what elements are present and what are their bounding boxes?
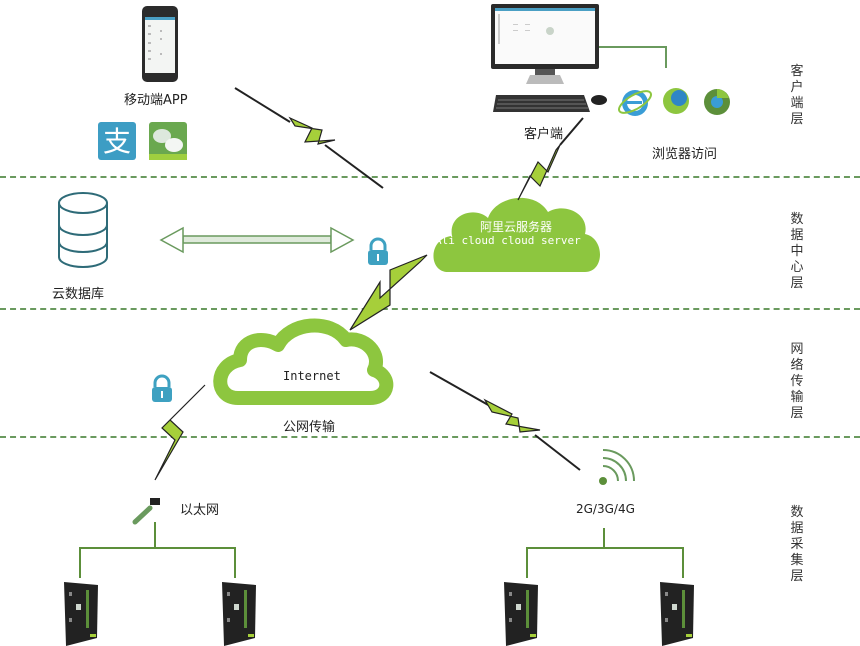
public-network-label: 公网传输 [283,420,336,435]
keyboard-icon [493,95,590,112]
layer-label-network: 网络传输层 [790,342,804,421]
wireless-signal-icon [599,449,635,485]
collection-devices [64,582,694,646]
ali-cloud-shape [433,197,600,272]
svg-text:支: 支 [103,125,131,158]
cloud-database-label: 云数据库 [52,287,105,302]
lightning-bolt-client [517,117,584,201]
lightning-bolt-mobile [234,87,384,189]
layer-label-datacenter: 数据中心层 [790,212,804,291]
mobile-phone-icon [142,6,178,82]
layer-label-client: 客户端层 [790,64,804,127]
bidirectional-arrow [159,226,355,254]
wechat-icon [149,122,187,160]
internet-cloud-shape [213,318,394,405]
internet-cloud-label: Internet [283,369,341,383]
layer-divider-3 [0,436,860,438]
layer-divider-2 [0,308,860,310]
browser-connector [599,46,667,68]
lightning-bolt-ethernet [154,384,206,481]
collection-device-icon [222,582,256,646]
alipay-icon: 支 [98,122,136,160]
wireless-tree-connector [526,528,684,578]
ie-icon [618,90,652,116]
layer-divider-1 [0,176,860,178]
ethernet-label: 以太网 [180,503,220,518]
mobile-app-label: 移动端APP [124,93,188,108]
desktop-monitor-icon [491,4,599,84]
layer-label-collection: 数据采集层 [790,505,804,584]
collection-device-icon [64,582,98,646]
cloud-database-icon [58,192,108,268]
mouse-icon [591,95,607,105]
browser-access-label: 浏览器访问 [652,147,718,162]
lightning-bolt-cloud [349,254,428,331]
ethernet-port-icon [132,498,160,525]
chrome-icon [704,89,730,115]
lock-icon-ethernet [152,374,172,402]
lightning-bolt-wireless [429,371,581,471]
ali-cloud-subtitle: Ali cloud cloud server [435,234,581,247]
collection-device-icon [504,582,538,646]
pc-client-label: 客户端 [524,127,564,142]
ethernet-tree-connector [79,522,236,578]
lock-icon-cloud [368,237,388,265]
collection-device-icon [660,582,694,646]
wireless-label: 2G/3G/4G [576,502,635,516]
firefox-icon [663,88,689,114]
ali-cloud-title: 阿里云服务器 [480,220,553,234]
